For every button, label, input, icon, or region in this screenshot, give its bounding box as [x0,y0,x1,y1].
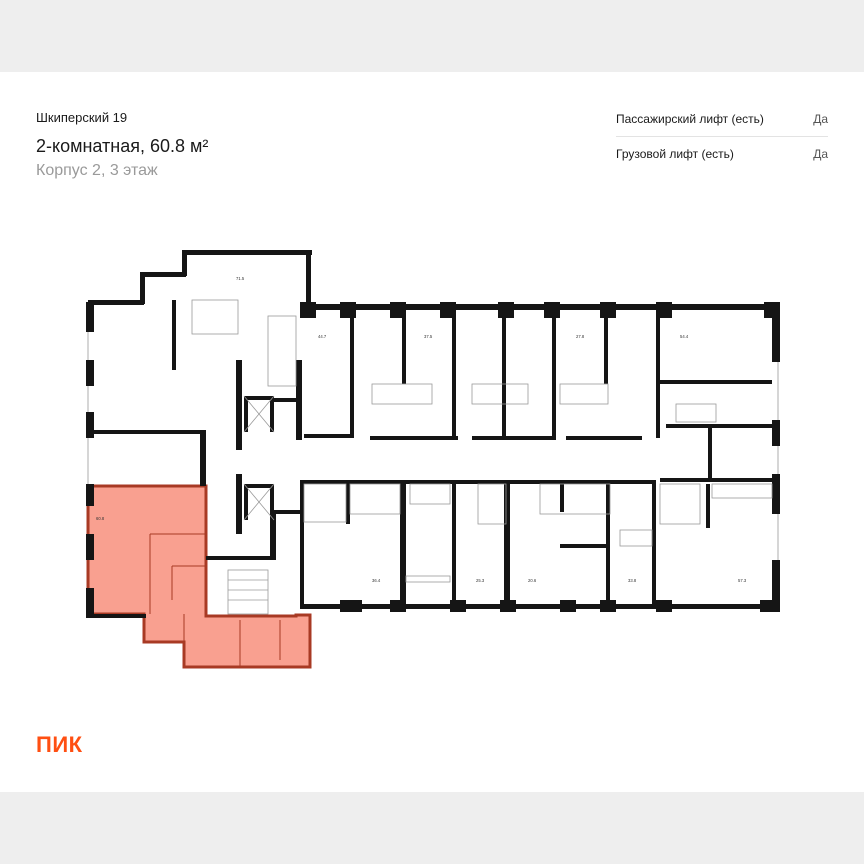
spec-label: Пассажирский лифт (есть) [616,112,764,126]
spec-row-passenger-lift: Пассажирский лифт (есть) Да [616,102,828,136]
unit-area-label: 37.5 [424,334,433,339]
plan-sheet: Шкиперский 19 2-комнатная, 60.8 м² Корпу… [0,72,864,792]
unit-area-label: 25.3 [476,578,485,583]
project-name: Шкиперский 19 [36,110,128,125]
unit-area-label: 57.3 [738,578,747,583]
unit-area-label: 44.7 [318,334,327,339]
unit-area-label: 71.5 [236,276,245,281]
unit-area-label: 33.8 [628,578,637,583]
unit-area-label: 27.8 [576,334,585,339]
unit-area-label: 60.8 [96,516,105,521]
building-floor: Корпус 2, 3 этаж [36,162,158,179]
plan-details [87,299,779,615]
walls [86,250,780,618]
floor-plan: 60.8 71.5 44.7 37.5 27.8 54.4 36.4 25.3 … [86,250,780,669]
specs-table: Пассажирский лифт (есть) Да Грузовой лиф… [616,102,828,171]
apartment-title: 2-комнатная, 60.8 м² [36,136,209,156]
spec-row-freight-lift: Грузовой лифт (есть) Да [616,136,828,171]
unit-area-label: 36.4 [372,578,381,583]
spec-label: Грузовой лифт (есть) [616,147,734,161]
pik-logo: ПИК [36,732,83,757]
unit-area-label: 54.4 [680,334,689,339]
spec-value: Да [813,112,828,126]
spec-value: Да [813,147,828,161]
unit-area-label: 20.6 [528,578,537,583]
